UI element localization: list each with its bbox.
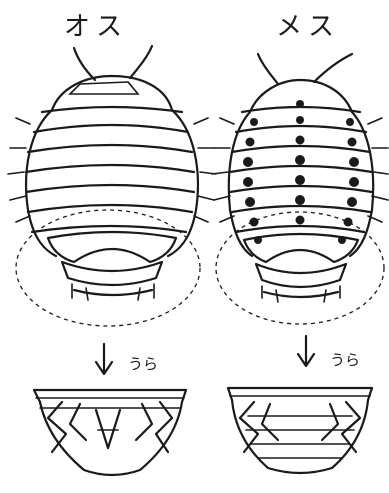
male-antenna-left [74, 48, 95, 80]
male-pillbug-back [8, 46, 216, 326]
female-down-arrow [298, 336, 314, 366]
male-down-arrow [96, 344, 112, 374]
male-underside [34, 390, 186, 475]
female-antenna-right [314, 54, 352, 82]
male-antenna-right [130, 46, 152, 78]
female-antenna-left [258, 54, 278, 84]
female-spots [243, 100, 359, 244]
female-pillbug-back [212, 54, 388, 324]
female-underside [228, 388, 372, 473]
